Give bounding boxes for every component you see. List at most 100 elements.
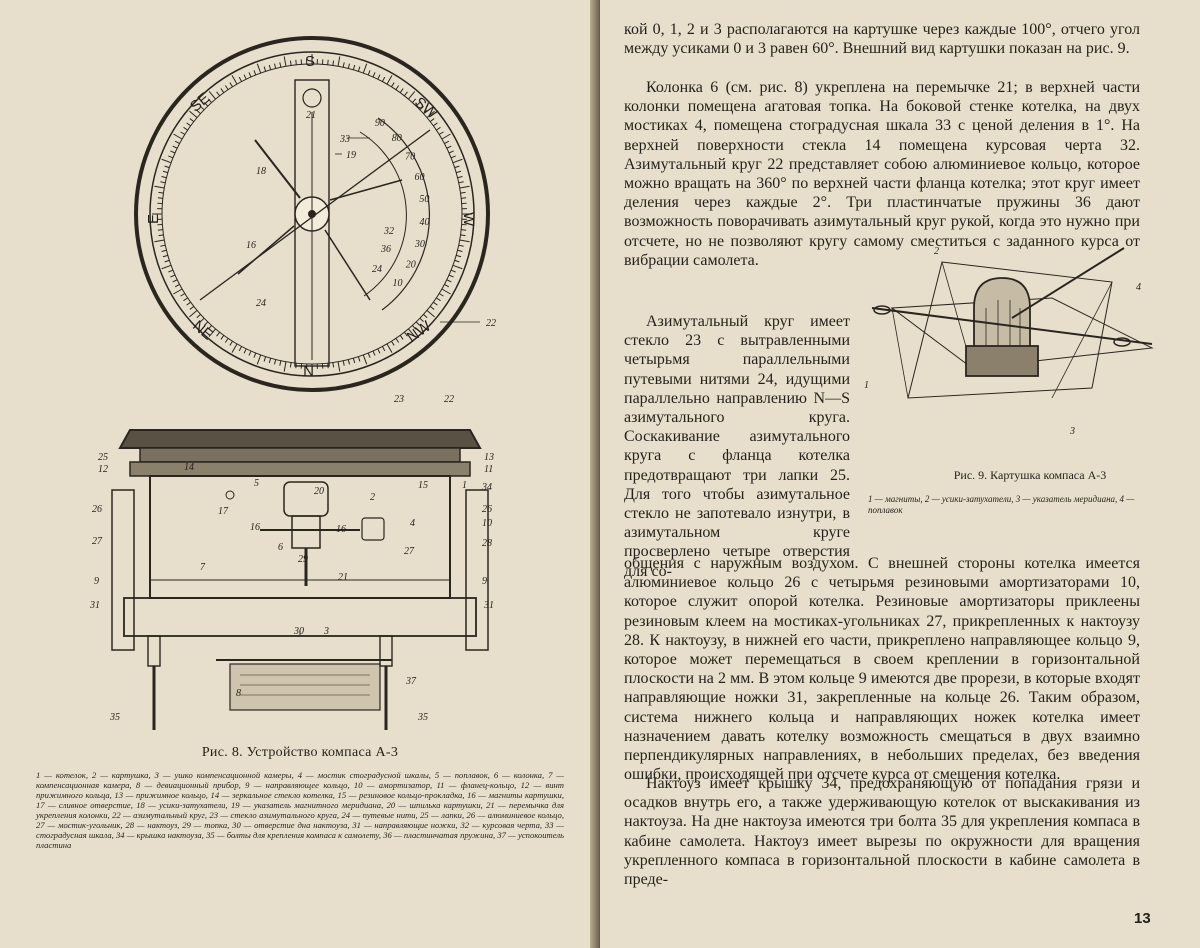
ring-tick <box>157 229 163 231</box>
fig8-legend: 1 — котелок, 2 — картушка, 3 — ушко комп… <box>36 770 564 850</box>
ring-tick <box>347 63 350 69</box>
ring-tick <box>162 254 168 258</box>
fig8-section-callout: 1 <box>462 480 467 491</box>
ring-tick <box>248 72 252 78</box>
fig9-label-4: 4 <box>1136 282 1141 293</box>
ring-tick <box>459 239 470 243</box>
ring-tick <box>231 343 238 353</box>
ring-tick <box>238 346 243 352</box>
scale-number: 60 <box>415 172 425 183</box>
ring-tick <box>458 244 464 247</box>
scale-number: 50 <box>419 194 429 205</box>
ring-tick <box>399 335 404 340</box>
ring-tick <box>457 249 463 252</box>
ring-tick <box>337 56 341 67</box>
ring-tick <box>441 133 451 140</box>
fig8-section-callout: 35 <box>109 712 120 723</box>
ring-tick <box>372 350 376 356</box>
ring-tick <box>452 264 463 270</box>
ring-tick <box>352 64 356 70</box>
ring-tick <box>256 63 262 74</box>
ring-tick <box>448 150 454 154</box>
fig8-section-callout: 2 <box>370 492 375 503</box>
ring-tick <box>352 358 356 364</box>
ring-tick <box>283 56 287 67</box>
ring-tick <box>362 354 368 365</box>
ring-tick <box>452 158 463 164</box>
ring-tick <box>220 88 225 93</box>
ring-tick <box>367 352 371 358</box>
scale-number: 80 <box>392 133 402 144</box>
compass-letter-se: SE <box>187 90 213 116</box>
fig8-section-callout: 12 <box>98 464 108 475</box>
ring-tick <box>395 338 400 343</box>
ring-tick <box>220 335 225 340</box>
ring-tick <box>268 64 272 70</box>
ring-tick <box>332 60 335 66</box>
ring-tick <box>203 102 209 107</box>
fig9-label-2: 2 <box>934 246 939 257</box>
fig8-section-callout: 26 <box>92 504 102 515</box>
ring-tick <box>415 102 421 107</box>
fig8-section-callout: 7 <box>200 562 206 573</box>
ring-tick <box>248 350 252 356</box>
fig8-section-callout: 34 <box>481 482 492 493</box>
ring-tick <box>391 82 395 88</box>
fig8-top-callout: 33 <box>339 134 350 145</box>
ring-tick <box>164 259 170 263</box>
fig8-section-callout: 28 <box>482 538 492 549</box>
fig8-section-callout: 37 <box>405 676 417 687</box>
ring-tick <box>154 185 165 189</box>
ring-tick <box>189 305 195 310</box>
ring-tick <box>186 122 191 127</box>
ring-tick <box>429 118 435 123</box>
ring-tick <box>168 155 174 159</box>
ring-tick <box>386 75 393 85</box>
fig8-section-callout: 29 <box>298 554 308 565</box>
ring-tick <box>183 126 188 131</box>
ring-tick <box>161 158 172 164</box>
ring-tick <box>438 293 444 297</box>
page-number: 13 <box>1134 910 1151 927</box>
ring-tick <box>461 229 467 231</box>
ring-tick <box>395 85 400 90</box>
ring-tick <box>170 150 176 154</box>
ring-tick <box>377 74 381 80</box>
ring-tick <box>433 301 438 306</box>
fig8-section-callout: 26 <box>482 504 492 515</box>
ring-tick <box>391 340 395 346</box>
ring-tick <box>456 170 462 174</box>
fig8-section-callout: 16 <box>336 524 346 535</box>
fig8-section-callout: 3 <box>323 626 329 637</box>
fig8-section-callout: 11 <box>484 464 493 475</box>
ring-tick <box>332 362 335 368</box>
fig8-top-callout: 24 <box>256 298 266 309</box>
ring-tick <box>457 176 463 179</box>
ring-tick <box>450 269 456 273</box>
fig9-legend: 1 — магниты, 2 — усики-затухатели, 3 — у… <box>868 494 1135 515</box>
ring-tick <box>186 301 191 306</box>
ring-tick <box>208 328 216 337</box>
ring-tick <box>454 165 460 169</box>
fig8-section-callout: 27 <box>92 536 103 547</box>
ring-tick <box>436 126 441 131</box>
ring-tick <box>403 331 408 337</box>
ring-tick <box>436 297 441 302</box>
ring-tick <box>446 145 452 149</box>
ring-tick <box>460 191 466 194</box>
fig8-section-callout: 31 <box>483 600 494 611</box>
right-paragraph-4: общения с наружным воздухом. С внешней с… <box>624 555 1140 784</box>
scale-number: 10 <box>392 278 402 289</box>
ring-tick <box>172 279 178 283</box>
ring-tick <box>256 354 262 365</box>
fig8-top-callout: 18 <box>256 166 266 177</box>
right-page <box>600 0 1200 948</box>
compass-letter-ne: NE <box>189 317 216 343</box>
ring-tick <box>460 234 466 237</box>
ring-tick <box>161 176 167 179</box>
fig8-section-callout: 14 <box>184 462 194 473</box>
ring-tick <box>362 63 368 74</box>
fig8-top-callout: 32 <box>383 226 394 237</box>
